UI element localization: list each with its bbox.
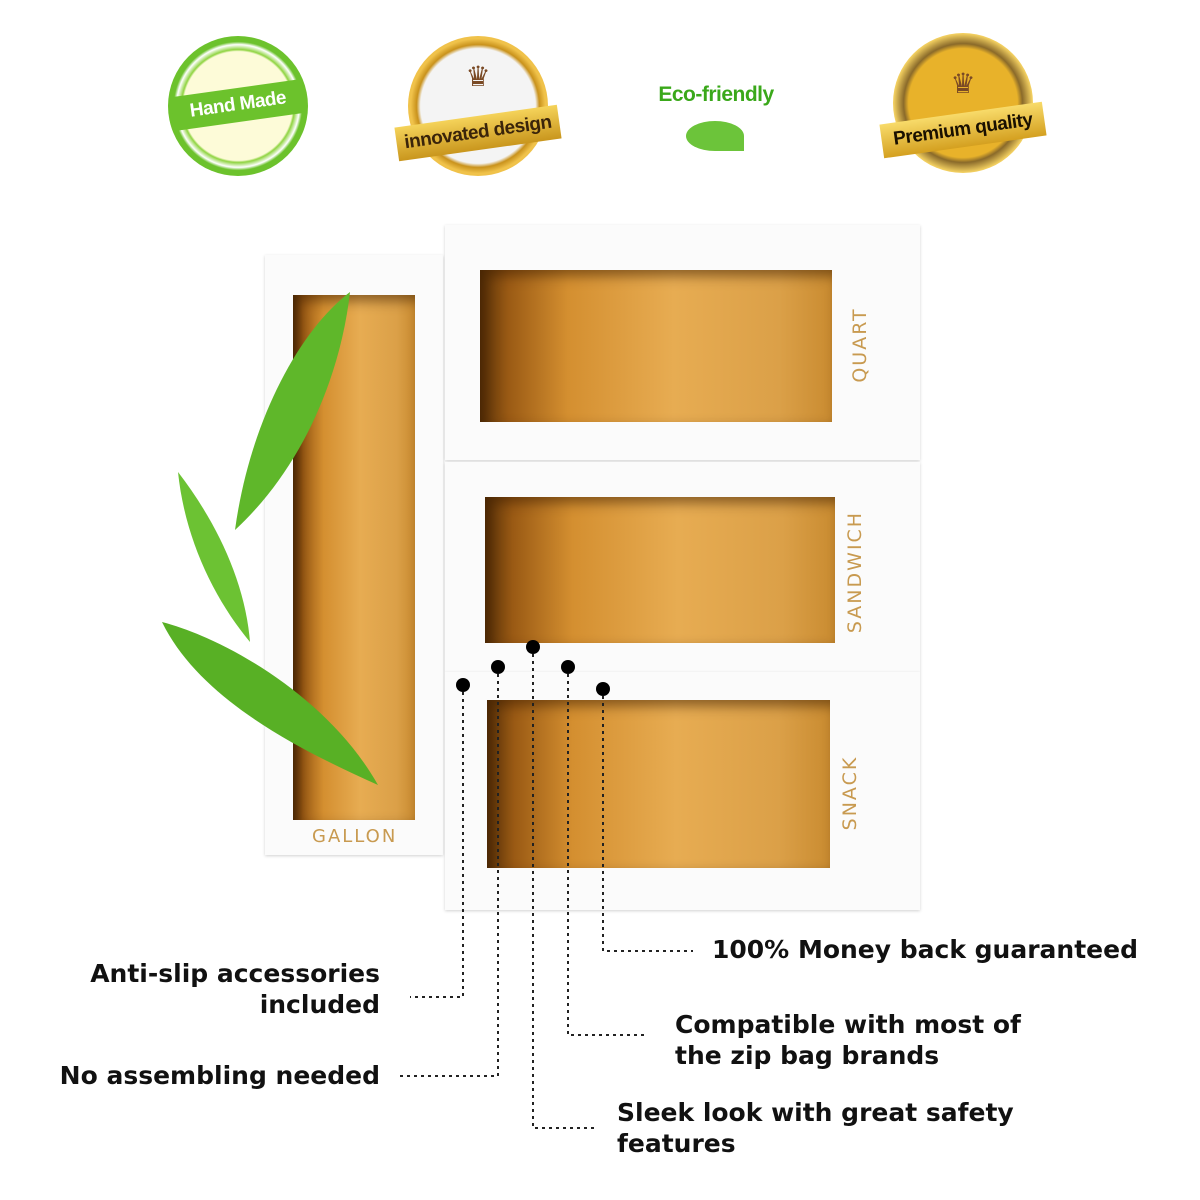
compatible-line xyxy=(567,667,645,1036)
anti-slip-dot xyxy=(456,678,470,692)
quart-opening xyxy=(480,270,832,422)
sandwich-opening xyxy=(485,497,835,643)
crown-icon: ♛ xyxy=(950,67,976,100)
callout-line: the zip bag brands xyxy=(675,1041,940,1070)
callout-line: included xyxy=(259,990,380,1019)
callout-line: features xyxy=(617,1129,736,1158)
badge-label: Eco-friendly xyxy=(658,83,774,106)
sleek-dot xyxy=(526,640,540,654)
callout-line: Sleek look with great safety xyxy=(617,1098,1014,1127)
hand-made-badge: Hand Made xyxy=(168,36,308,176)
money-back-line xyxy=(602,689,693,952)
sandwich-compartment xyxy=(445,462,920,672)
quart-compartment xyxy=(445,225,920,460)
crown-icon: ♛ xyxy=(465,60,491,93)
innovated-design-badge: ♛ innovated design xyxy=(394,36,562,176)
leaf-icon xyxy=(686,121,744,151)
anti-slip-line xyxy=(410,685,464,998)
compatible-dot xyxy=(561,660,575,674)
no-assembly-dot xyxy=(491,660,505,674)
sleek-line xyxy=(532,647,597,1129)
gallon-label: GALLON xyxy=(312,826,398,847)
money-back-dot xyxy=(596,682,610,696)
no-assembly-callout: No assembling needed xyxy=(59,1061,380,1090)
leaf-icon xyxy=(162,622,378,785)
anti-slip-callout: Anti-slip accessories included xyxy=(90,958,380,1020)
eco-friendly-badge: Eco-friendly xyxy=(646,33,786,173)
callout-line: Anti-slip accessories xyxy=(90,959,380,988)
snack-compartment xyxy=(445,672,920,910)
snack-opening xyxy=(487,700,830,868)
callout-line: Compatible with most of xyxy=(675,1010,1021,1039)
leaf-icon xyxy=(178,472,250,642)
leaf-icon xyxy=(235,292,350,530)
compatible-callout: Compatible with most of the zip bag bran… xyxy=(675,1009,1021,1071)
premium-quality-badge: ♛ Premium quality xyxy=(879,33,1047,173)
sleek-callout: Sleek look with great safety features xyxy=(617,1097,1014,1159)
no-assembly-line xyxy=(398,667,499,1077)
money-back-callout: 100% Money back guaranteed xyxy=(712,935,1138,964)
